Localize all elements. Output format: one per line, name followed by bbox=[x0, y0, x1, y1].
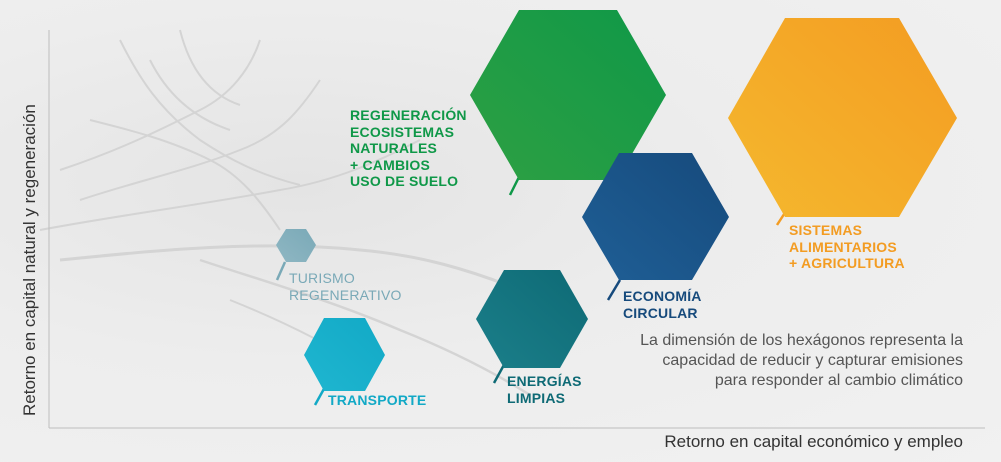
label-energias: ENERGÍAS LIMPIAS bbox=[507, 373, 582, 406]
label-economia: ECONOMÍA CIRCULAR bbox=[623, 288, 702, 321]
hexagon-turismo bbox=[276, 229, 316, 262]
x-axis-label: Retorno en capital económico y empleo bbox=[664, 432, 963, 451]
background-shrub bbox=[39, 29, 531, 397]
label-regeneracion: REGENERACIÓN ECOSISTEMAS NATURALES + CAM… bbox=[350, 107, 467, 189]
hexagon-economia bbox=[582, 153, 729, 280]
hexagon-regeneracion bbox=[470, 10, 666, 180]
hexagon-energias bbox=[476, 270, 588, 368]
y-axis-label: Retorno en capital natural y regeneració… bbox=[20, 104, 39, 416]
hexagon-transporte bbox=[304, 318, 385, 391]
label-transporte: TRANSPORTE bbox=[328, 392, 427, 408]
hexagon-sistemas bbox=[728, 18, 957, 217]
label-sistemas: SISTEMAS ALIMENTARIOS + AGRICULTURA bbox=[789, 222, 905, 271]
size-legend-note: La dimensión de los hexágonos representa… bbox=[640, 332, 963, 389]
label-turismo: TURISMO REGENERATIVO bbox=[289, 270, 402, 303]
